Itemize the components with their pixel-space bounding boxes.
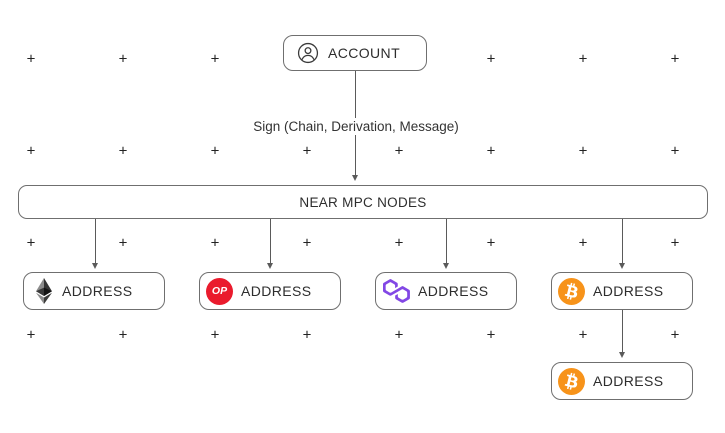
plus-glyph: + [486,142,496,160]
plus-glyph: + [302,142,312,160]
sign-call-label: Sign (Chain, Derivation, Message) [247,118,465,135]
plus-glyph: + [394,142,404,160]
plus-glyph: + [118,142,128,160]
ethereum-address-box: ADDRESS [23,272,165,310]
plus-glyph: + [26,234,36,252]
plus-glyph: + [210,234,220,252]
bitcoin-address-box: ADDRESS [551,272,693,310]
plus-glyph: + [26,50,36,68]
optimism-icon: OP [206,277,233,305]
plus-glyph: + [210,326,220,344]
address-label: ADDRESS [241,283,312,299]
plus-glyph: + [118,234,128,252]
plus-glyph: + [486,50,496,68]
plus-glyph: + [486,326,496,344]
derived-bitcoin-address-box: ADDRESS [551,362,693,400]
plus-glyph: + [578,234,588,252]
account-box: ACCOUNT [283,35,427,71]
plus-glyph: + [26,326,36,344]
arrow-mpc-to-optimism [267,219,273,269]
bitcoin-icon [558,277,585,305]
optimism-address-box: OP ADDRESS [199,272,341,310]
mpc-nodes-box: NEAR MPC NODES [18,185,708,219]
plus-glyph: + [118,50,128,68]
plus-glyph: + [210,142,220,160]
optimism-icon-text: OP [211,284,228,297]
address-label: ADDRESS [593,283,664,299]
polygon-address-box: ADDRESS [375,272,517,310]
plus-glyph: + [486,234,496,252]
user-icon [297,42,319,64]
arrow-bitcoin-to-derived [619,310,625,358]
plus-glyph: + [210,50,220,68]
mpc-nodes-label: NEAR MPC NODES [299,194,427,210]
plus-glyph: + [670,142,680,160]
arrow-mpc-to-ethereum [92,219,98,269]
plus-glyph: + [302,234,312,252]
plus-glyph: + [670,50,680,68]
address-label: ADDRESS [62,283,133,299]
plus-glyph: + [394,234,404,252]
plus-glyph: + [578,326,588,344]
plus-glyph: + [578,142,588,160]
plus-glyph: + [26,142,36,160]
arrow-mpc-to-polygon [443,219,449,269]
plus-glyph: + [578,50,588,68]
plus-glyph: + [302,326,312,344]
plus-glyph: + [118,326,128,344]
bitcoin-icon [558,367,585,395]
plus-glyph: + [670,326,680,344]
ethereum-icon [36,278,52,304]
address-label: ADDRESS [593,373,664,389]
polygon-icon [383,279,410,303]
account-label: ACCOUNT [328,45,401,61]
address-label: ADDRESS [418,283,489,299]
arrow-mpc-to-bitcoin [619,219,625,269]
plus-glyph: + [670,234,680,252]
plus-glyph: + [394,326,404,344]
